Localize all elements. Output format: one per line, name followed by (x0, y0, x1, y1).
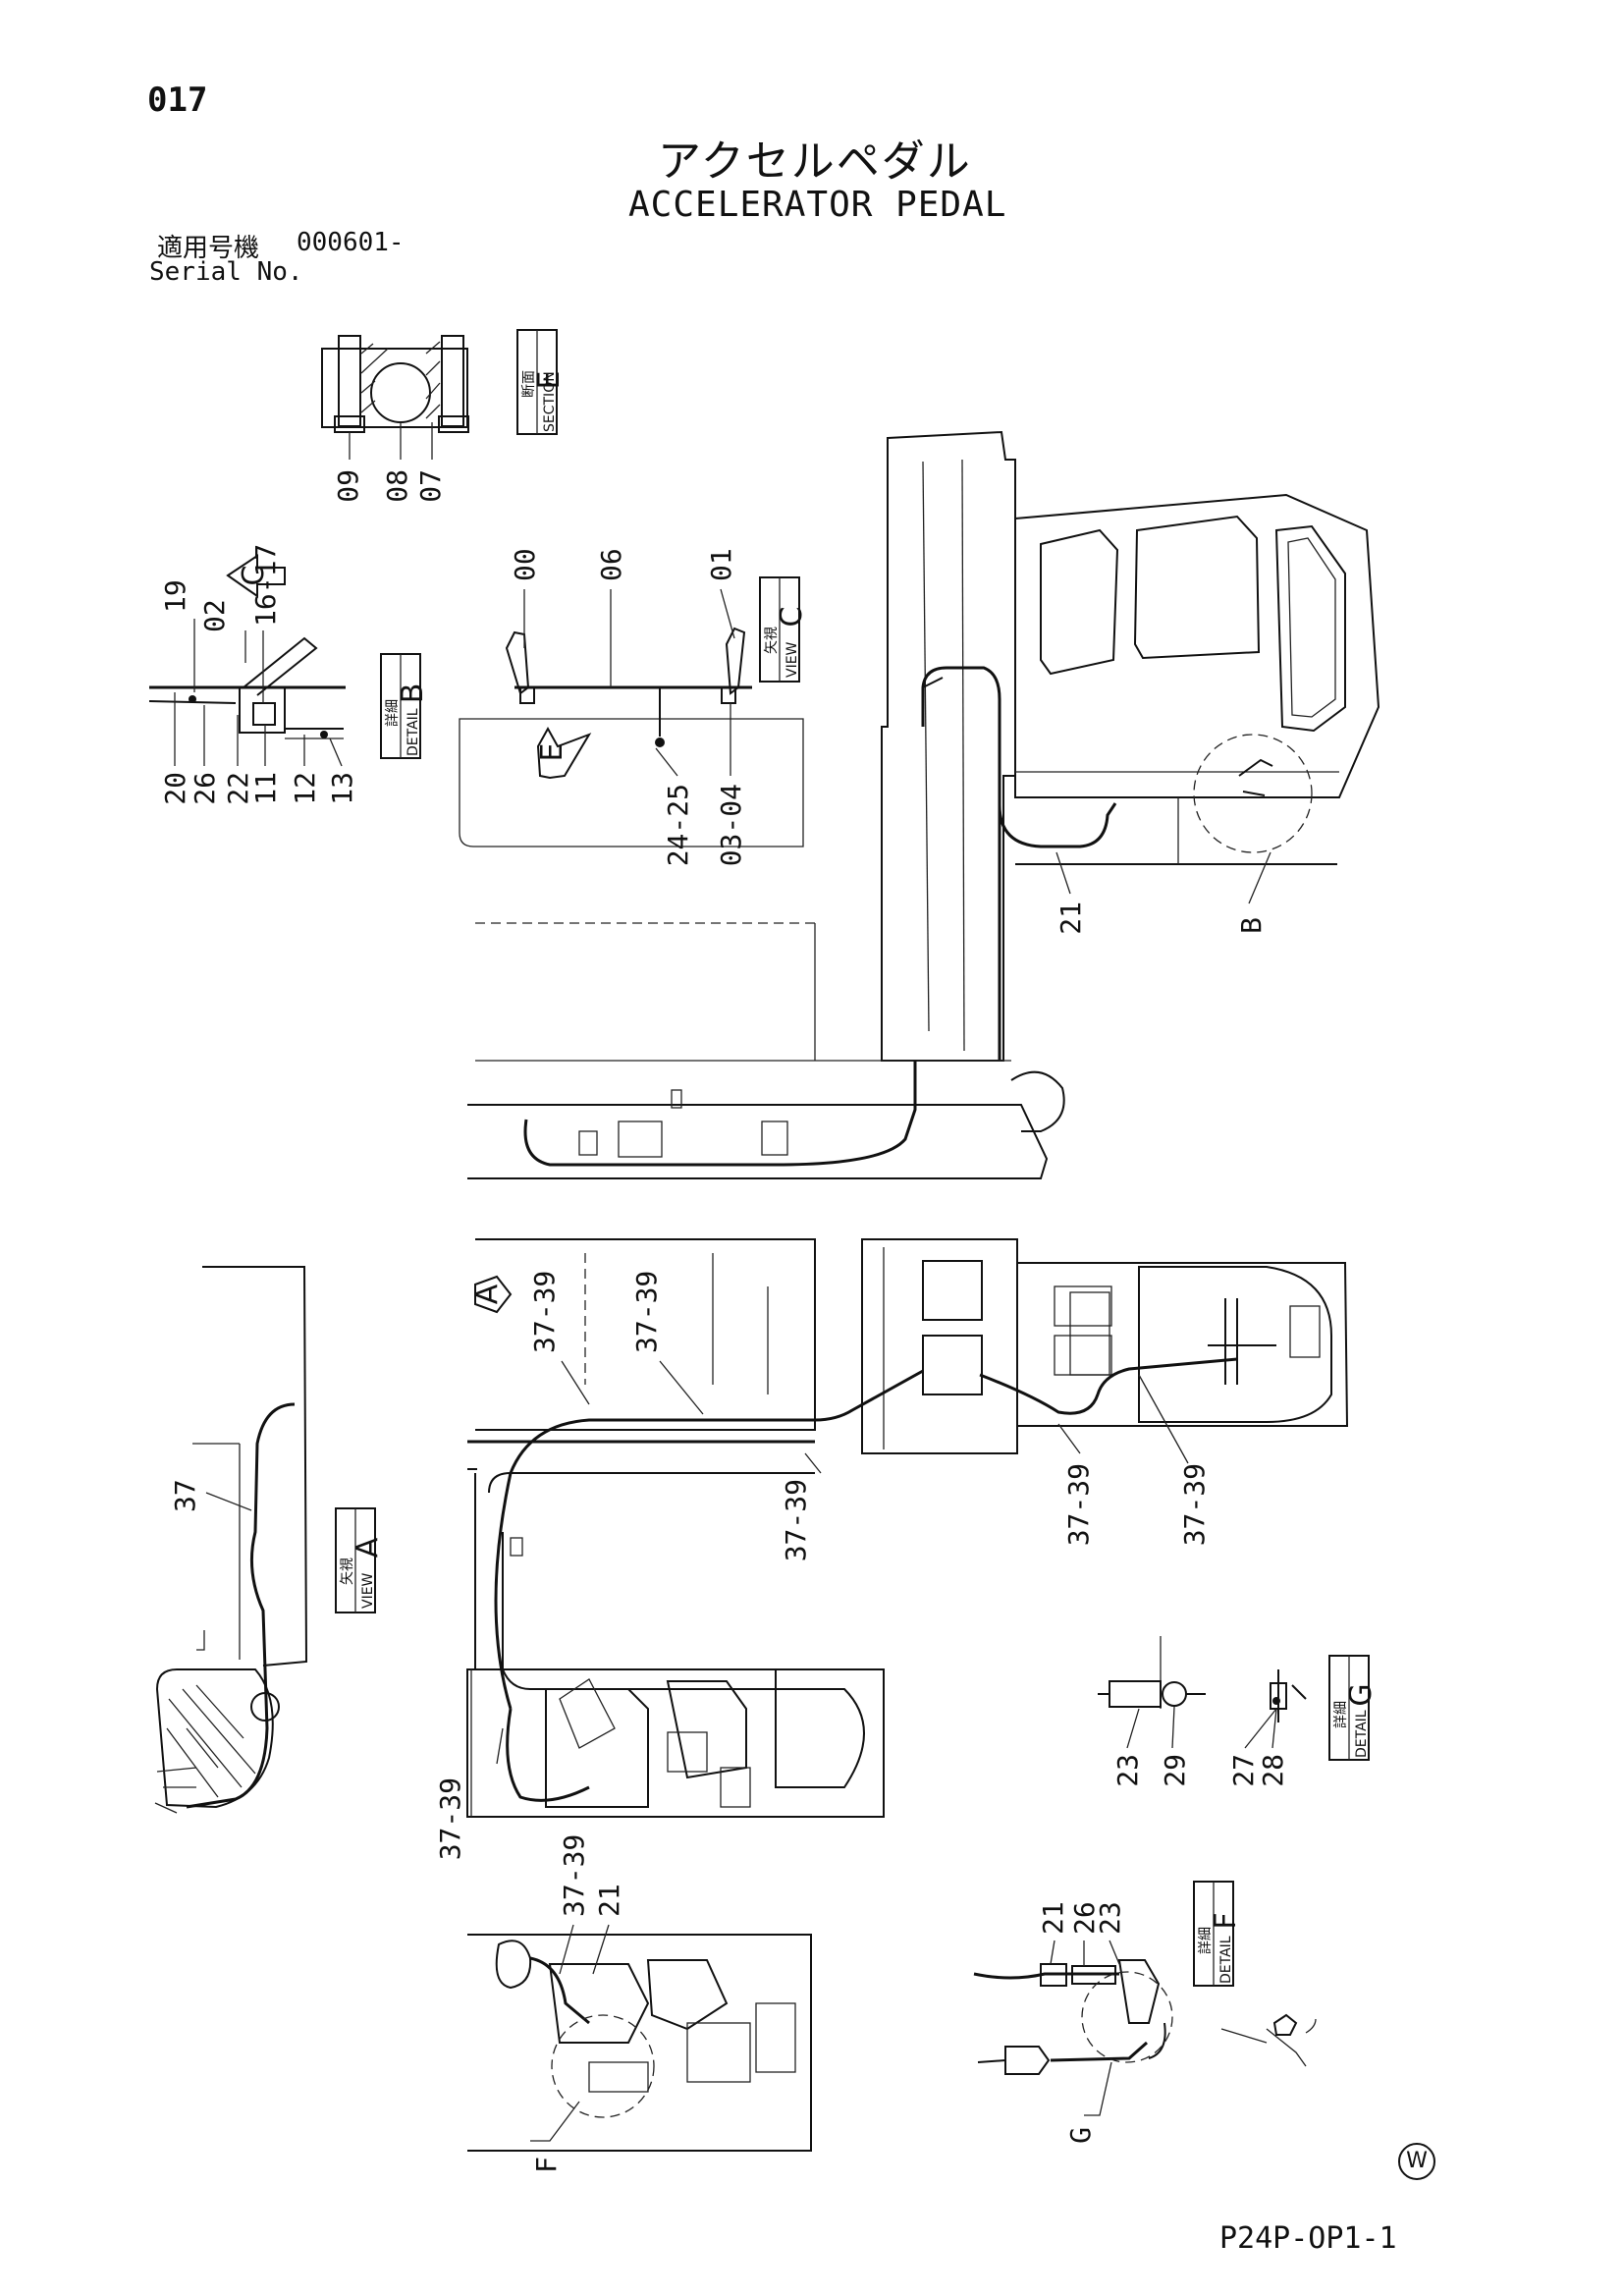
part-label-27: 27 (1227, 1754, 1260, 1787)
part-label-26: 26 (189, 772, 221, 805)
part-label-37-39-f: 37-39 (434, 1777, 466, 1860)
part-label-19: 19 (159, 579, 191, 613)
engine-compartment: 37-39 (434, 1668, 885, 1860)
view-a-label-ja: 矢視 (340, 1558, 355, 1585)
part-label-07: 07 (414, 469, 447, 503)
part-label-37-39-c: 37-39 (780, 1479, 812, 1561)
view-a-letter: A (351, 1537, 385, 1558)
arrow-e-letter: E (535, 743, 569, 762)
part-label-20: 20 (159, 772, 191, 805)
detail-b-label-ja: 詳細 (385, 699, 401, 727)
page-title: ACCELERATOR PEDAL (628, 185, 1007, 225)
part-label-12: 12 (289, 772, 321, 805)
section-e-view: 09 08 07 E 断面 SECTION (321, 329, 567, 503)
part-label-37-39-g: 37-39 (558, 1834, 590, 1917)
detail-f-letter: F (1209, 1912, 1243, 1929)
detail-f-label: DETAIL (1218, 1936, 1234, 1984)
arrow-a-letter: A (470, 1284, 505, 1304)
detail-b-ref: B (1235, 917, 1268, 934)
section-e-letter: E (532, 371, 567, 390)
part-label-01: 01 (705, 548, 737, 581)
detail-f-view: 21 26 23 G F 詳細 DETAIL (973, 1881, 1317, 2144)
view-c-letter: C (775, 607, 809, 628)
part-label-23: 23 (1111, 1754, 1144, 1787)
part-label-22: 22 (222, 772, 254, 805)
part-label-06: 06 (595, 548, 627, 581)
part-label-09: 09 (332, 469, 364, 503)
part-label-00: 00 (509, 548, 541, 581)
cab-side-view: 21 B (467, 430, 1380, 1179)
part-label-02: 02 (198, 599, 231, 632)
section-e-label: SECTION (542, 371, 558, 432)
view-c: E 00 06 01 24-25 03-04 C 矢視 VIEW (459, 548, 809, 866)
serial-label: Serial No. (149, 257, 303, 287)
part-label-21-f: 21 (1037, 1901, 1069, 1935)
part-label-24-25: 24-25 (662, 784, 694, 866)
detail-g-label: DETAIL (1354, 1710, 1370, 1758)
arrow-e-marker (536, 726, 592, 780)
part-label-37-39-a: 37-39 (528, 1271, 561, 1353)
serial-label-japanese: 適用号機 (157, 234, 260, 263)
arrow-a-marker (474, 1275, 513, 1314)
detail-b-view: C 19 02 16-17 20 26 22 11 12 13 B 詳細 DET… (148, 544, 430, 805)
detail-f-label-ja: 詳細 (1198, 1927, 1214, 1954)
document-code: P24P-OP1-1 (1219, 2221, 1397, 2256)
part-label-28: 28 (1257, 1754, 1289, 1787)
detail-b-letter: B (396, 683, 430, 704)
revision-mark: W (1398, 2143, 1435, 2180)
part-label-21-engine: 21 (593, 1884, 625, 1917)
page-number: 017 (147, 81, 208, 120)
arrow-c-letter: C (237, 566, 271, 586)
part-label-21: 21 (1055, 902, 1087, 935)
detail-f-ref: F (530, 2157, 563, 2173)
detail-g-label-ja: 詳細 (1333, 1701, 1349, 1728)
serial-number-value: 000601- (297, 228, 405, 257)
part-label-37-39-b: 37-39 (630, 1271, 663, 1353)
part-label-13: 13 (326, 772, 358, 805)
detail-b-label: DETAIL (406, 708, 421, 756)
plan-view-routing: A 37-39 37-39 37-39 37-39 37-39 (467, 1238, 1349, 1710)
part-label-03-04: 03-04 (715, 784, 747, 866)
part-label-37-39-d: 37-39 (1062, 1463, 1095, 1546)
part-label-29: 29 (1159, 1754, 1191, 1787)
view-a: 37 A 矢視 VIEW (154, 1266, 385, 1814)
engine-detail-f-ref: 37-39 21 F (467, 1834, 812, 2173)
view-c-label: VIEW (784, 641, 800, 678)
detail-g-ref: G (1064, 2127, 1097, 2144)
view-c-label-ja: 矢視 (764, 627, 780, 654)
part-label-37-39-e: 37-39 (1178, 1463, 1211, 1546)
part-label-26-f: 26 (1068, 1901, 1101, 1935)
part-label-23-f: 23 (1094, 1901, 1126, 1935)
part-label-11: 11 (249, 772, 282, 805)
part-label-08: 08 (381, 469, 413, 503)
part-label-16-17: 16-17 (249, 544, 282, 627)
arrow-c-marker (226, 554, 286, 598)
view-a-label: VIEW (360, 1572, 376, 1609)
detail-g-view: 23 29 27 28 G 詳細 DETAIL (1098, 1636, 1379, 1787)
section-e-label-ja: 断面 (521, 370, 537, 398)
detail-g-letter: G (1344, 1683, 1379, 1706)
page-title-japanese: アクセルペダル (658, 137, 972, 187)
part-label-37: 37 (169, 1479, 201, 1512)
